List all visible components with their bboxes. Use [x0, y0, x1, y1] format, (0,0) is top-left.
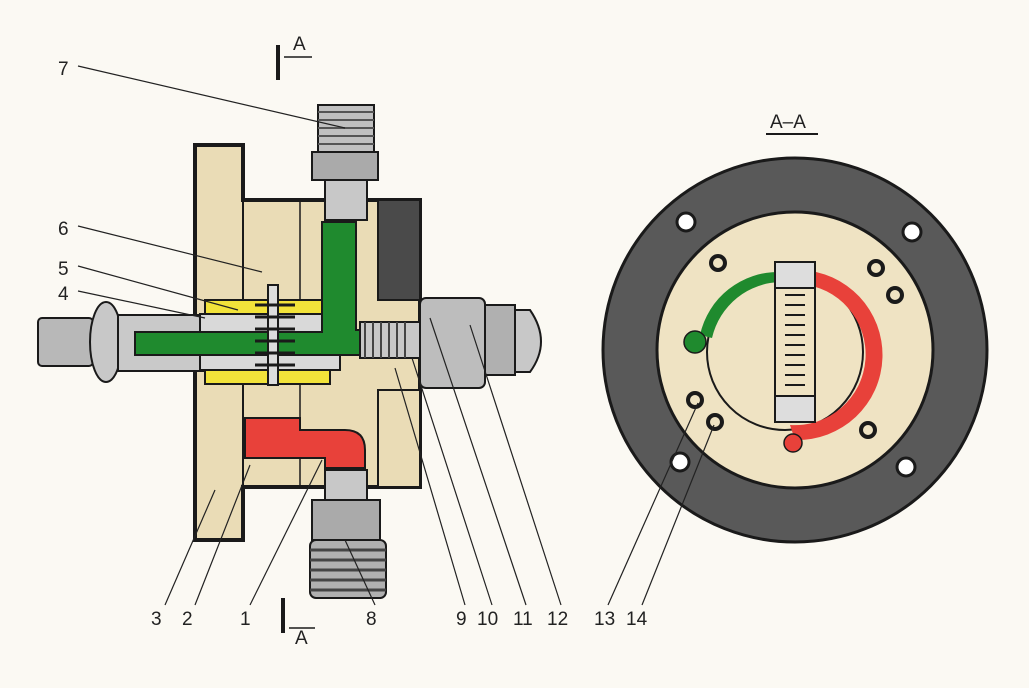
callout-12: 12: [547, 609, 568, 630]
cross-section-a-a: A–A: [601, 112, 989, 544]
callout-14: 14: [626, 609, 648, 630]
callout-3: 3: [151, 609, 162, 630]
section-label-top: A: [293, 34, 306, 55]
callout-4: 4: [58, 284, 69, 305]
spring-slide: [774, 261, 816, 423]
right-insert: [377, 199, 421, 301]
callout-5: 5: [58, 259, 69, 280]
red-channel: [244, 417, 366, 469]
callout-13: 13: [594, 609, 615, 630]
port-holes: [686, 254, 904, 439]
section-marker-bottom: A: [281, 598, 315, 649]
adjusting-screw: [359, 297, 542, 389]
section-marker-top: A: [276, 34, 312, 80]
green-arc: [700, 271, 782, 338]
callout-6: 6: [58, 219, 69, 240]
valve-body-section: [37, 104, 542, 599]
callout-10: 10: [477, 609, 498, 630]
callout-2: 2: [182, 609, 193, 630]
section-title: A–A: [770, 112, 806, 133]
section-label-bottom: A: [295, 628, 308, 649]
leader-lines: [77, 65, 715, 606]
mounting-holes: [669, 211, 923, 478]
callout-7: 7: [58, 59, 69, 80]
callout-1: 1: [240, 609, 251, 630]
top-fitting: [311, 104, 379, 221]
callout-11: 11: [513, 609, 533, 630]
callout-9: 9: [456, 609, 467, 630]
callout-8: 8: [366, 609, 377, 630]
adjusting-rod: [37, 301, 204, 383]
callout-labels: 1 2 3 4 5 6 7 8 9 10 11 12 13 14: [58, 59, 648, 630]
bottom-fitting: [309, 469, 387, 599]
piston-spring: [255, 284, 295, 386]
red-arc: [790, 270, 883, 441]
